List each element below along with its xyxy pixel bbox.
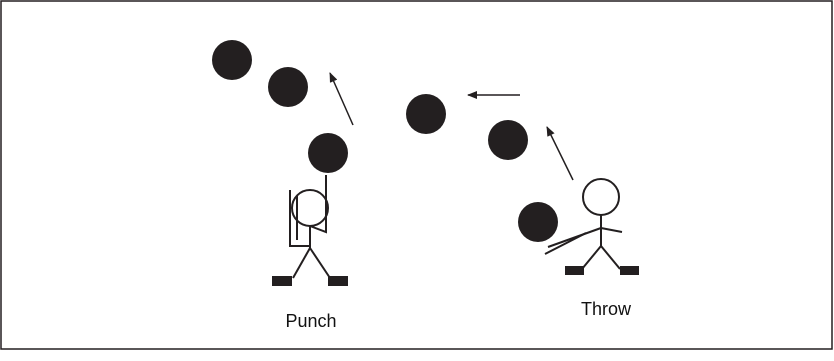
punch-label: Punch <box>285 311 336 331</box>
throw-figure-leg-right <box>600 245 621 270</box>
punch-stick-figure <box>289 175 331 279</box>
throw-figure-head <box>582 178 620 216</box>
throw-figure-arm-back <box>547 227 602 248</box>
throw-ball-3 <box>518 202 558 242</box>
throw-foot-left <box>565 266 584 275</box>
throw-arrow-up <box>546 126 574 181</box>
throw-figure-arm-front <box>600 227 623 233</box>
punch-ball-3 <box>308 133 348 173</box>
throw-figure-arm-lower <box>544 232 587 255</box>
punch-group: Punch <box>212 40 354 331</box>
punch-foot-right <box>328 276 348 286</box>
throw-ball-1 <box>406 94 446 134</box>
throw-ball-2 <box>488 120 528 160</box>
throw-label: Throw <box>581 299 632 319</box>
punch-figure-leg-left <box>292 247 311 279</box>
punch-figure-leg-right <box>309 247 331 279</box>
throw-group: Throw <box>406 91 639 319</box>
punch-ball-1 <box>212 40 252 80</box>
punch-foot-left <box>272 276 292 286</box>
diagram-frame <box>0 0 833 350</box>
throw-foot-right <box>620 266 639 275</box>
throw-stick-figure <box>544 178 623 270</box>
punch-figure-arm-raised <box>309 175 327 234</box>
punch-ball-2 <box>268 67 308 107</box>
punch-arrow <box>329 72 354 126</box>
throw-figure-leg-left <box>581 245 602 270</box>
punch-figure-arm-bracket <box>289 190 310 247</box>
